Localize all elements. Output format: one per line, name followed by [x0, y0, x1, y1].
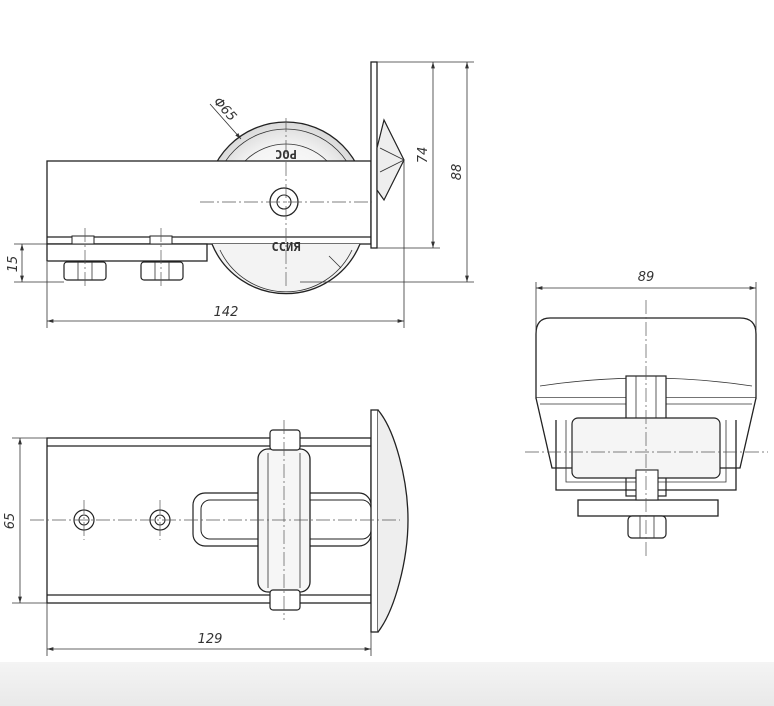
end-nut	[627, 515, 667, 539]
dim-height-inner: 74	[416, 147, 431, 164]
bottom-band	[0, 662, 774, 706]
dim-plate-thickness: 15	[6, 256, 21, 273]
dim-wheel-diameter: Φ65	[210, 95, 239, 125]
dim-top-width: 65	[3, 513, 18, 530]
dim-end-width: 89	[638, 270, 655, 285]
dim-top-length: 129	[198, 632, 223, 647]
dim-side-length: 142	[214, 305, 239, 320]
dim-height-total: 88	[450, 164, 465, 181]
top-view: 65 129	[3, 409, 409, 656]
side-view: РОС ССИЯ 142 15	[6, 61, 474, 328]
end-base-plate	[577, 499, 719, 517]
mounting-plate	[46, 243, 208, 262]
carriage-body	[46, 160, 372, 245]
end-plate	[370, 61, 378, 249]
end-view: 89	[525, 270, 768, 556]
rubber-stopper	[376, 118, 405, 202]
top-stopper	[377, 409, 409, 633]
nut-right	[140, 261, 184, 281]
